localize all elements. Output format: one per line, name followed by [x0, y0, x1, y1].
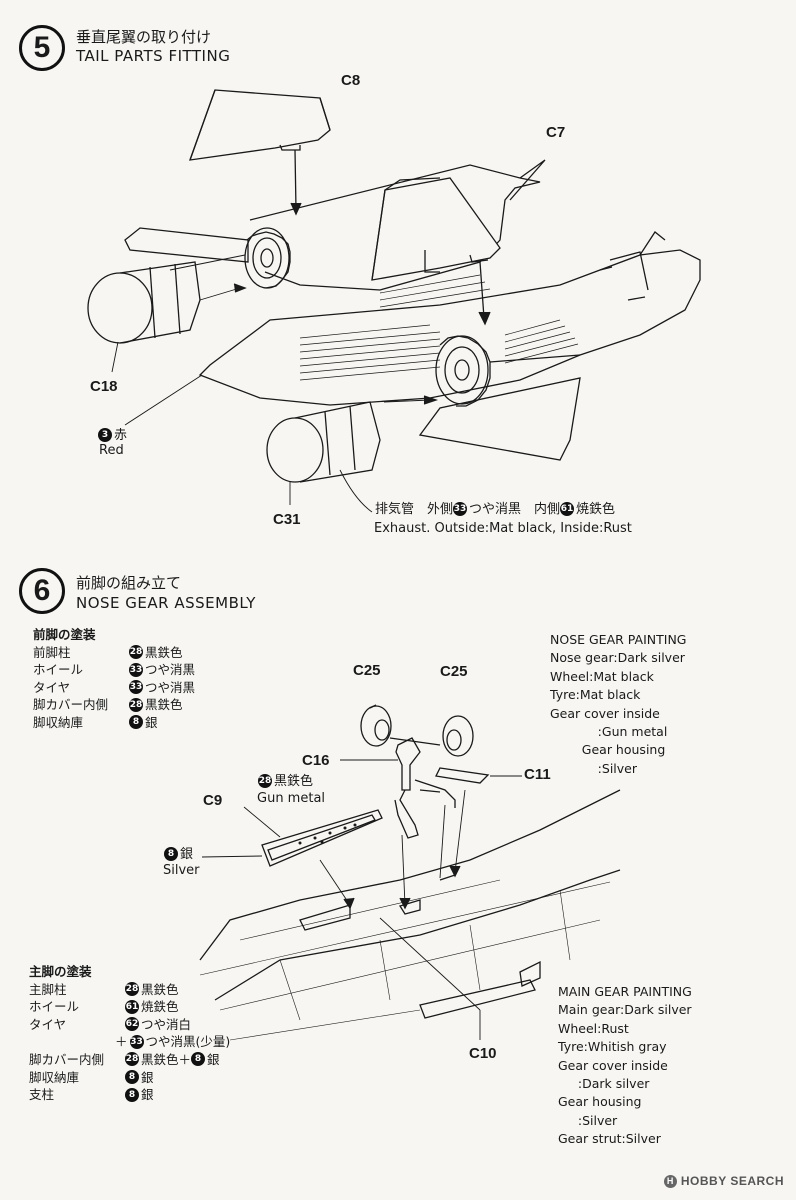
- list-item: Tyre:Whitish gray: [558, 1039, 667, 1055]
- list-item: Gear strut:Silver: [558, 1131, 661, 1147]
- paint-number-badge: 8: [164, 846, 178, 861]
- list-item: Nose gear:Dark silver: [550, 650, 685, 666]
- part-label-c11: C11: [524, 766, 551, 783]
- paint-number-badge: 3: [98, 427, 112, 442]
- paint-number-badge: 28: [258, 773, 272, 788]
- part-label-c10: C10: [469, 1045, 497, 1062]
- part-label-c25-left: C25: [353, 662, 381, 679]
- gunmetal-jp: 黒鉄色: [274, 774, 314, 789]
- exhaust-jp-mid: つや消黒 内側: [469, 502, 561, 517]
- list-item: :Gun metal: [550, 724, 668, 740]
- list-item: Wheel:Mat black: [550, 668, 654, 684]
- list-item: Gear cover inside: [558, 1057, 668, 1073]
- step-5-number: 5: [19, 25, 65, 71]
- list-item: Gear housing: [558, 1094, 642, 1110]
- silver-jp: 銀: [180, 847, 194, 862]
- part-label-c7: C7: [546, 124, 566, 141]
- part-label-c25-right: C25: [440, 663, 468, 680]
- step-6-number: 6: [19, 568, 65, 614]
- paint-number-badge: 61: [560, 501, 575, 516]
- part-label-c9: C9: [203, 792, 223, 809]
- list-item: :Dark silver: [558, 1076, 650, 1092]
- list-item: Main gear:Dark silver: [558, 1002, 692, 1018]
- list-item: Gear cover inside: [550, 705, 660, 721]
- watermark: H HOBBY SEARCH: [663, 1174, 784, 1188]
- main-gear-paint-list-en: MAIN GEAR PAINTING Main gear:Dark silver…: [558, 983, 692, 1149]
- part-label-c16: C16: [302, 752, 330, 769]
- exhaust-jp-prefix: 排気管 外側: [375, 502, 454, 517]
- list-item: Wheel:Rust: [558, 1020, 629, 1036]
- nose-gear-heading-en: NOSE GEAR PAINTING: [550, 632, 687, 647]
- step-6-title-jp: 前脚の組み立て: [76, 574, 182, 592]
- exhaust-label-en: Exhaust. Outside:Mat black, Inside:Rust: [374, 521, 632, 536]
- list-item: Gear housing: [550, 742, 666, 758]
- step-6-title-en: NOSE GEAR ASSEMBLY: [76, 594, 256, 612]
- list-item: :Silver: [550, 760, 637, 776]
- step-5-title-en: TAIL PARTS FITTING: [76, 47, 231, 65]
- nose-gear-heading-jp: 前脚の塗装: [33, 627, 96, 642]
- step-5-title-jp: 垂直尾翼の取り付け: [76, 28, 212, 46]
- main-gear-heading-jp: 主脚の塗装: [29, 964, 92, 979]
- list-item: Tyre:Mat black: [550, 687, 641, 703]
- hobby-search-logo-icon: H: [663, 1174, 677, 1188]
- nose-gear-paint-list-en: NOSE GEAR PAINTING Nose gear:Dark silver…: [550, 631, 686, 778]
- main-gear-heading-en: MAIN GEAR PAINTING: [558, 984, 692, 999]
- red-jp: 赤: [114, 428, 128, 443]
- part-label-c8: C8: [341, 72, 361, 89]
- part-label-c31: C31: [273, 511, 301, 528]
- silver-label-en: Silver: [163, 863, 200, 878]
- watermark-text: HOBBY SEARCH: [680, 1174, 784, 1188]
- exhaust-jp-suffix: 焼鉄色: [576, 502, 616, 517]
- list-item: :Silver: [558, 1112, 618, 1128]
- paint-number-badge: 33: [453, 501, 468, 516]
- gunmetal-label-en: Gun metal: [257, 791, 326, 806]
- part-label-c18: C18: [90, 378, 118, 395]
- red-paint-label-en: Red: [99, 443, 124, 458]
